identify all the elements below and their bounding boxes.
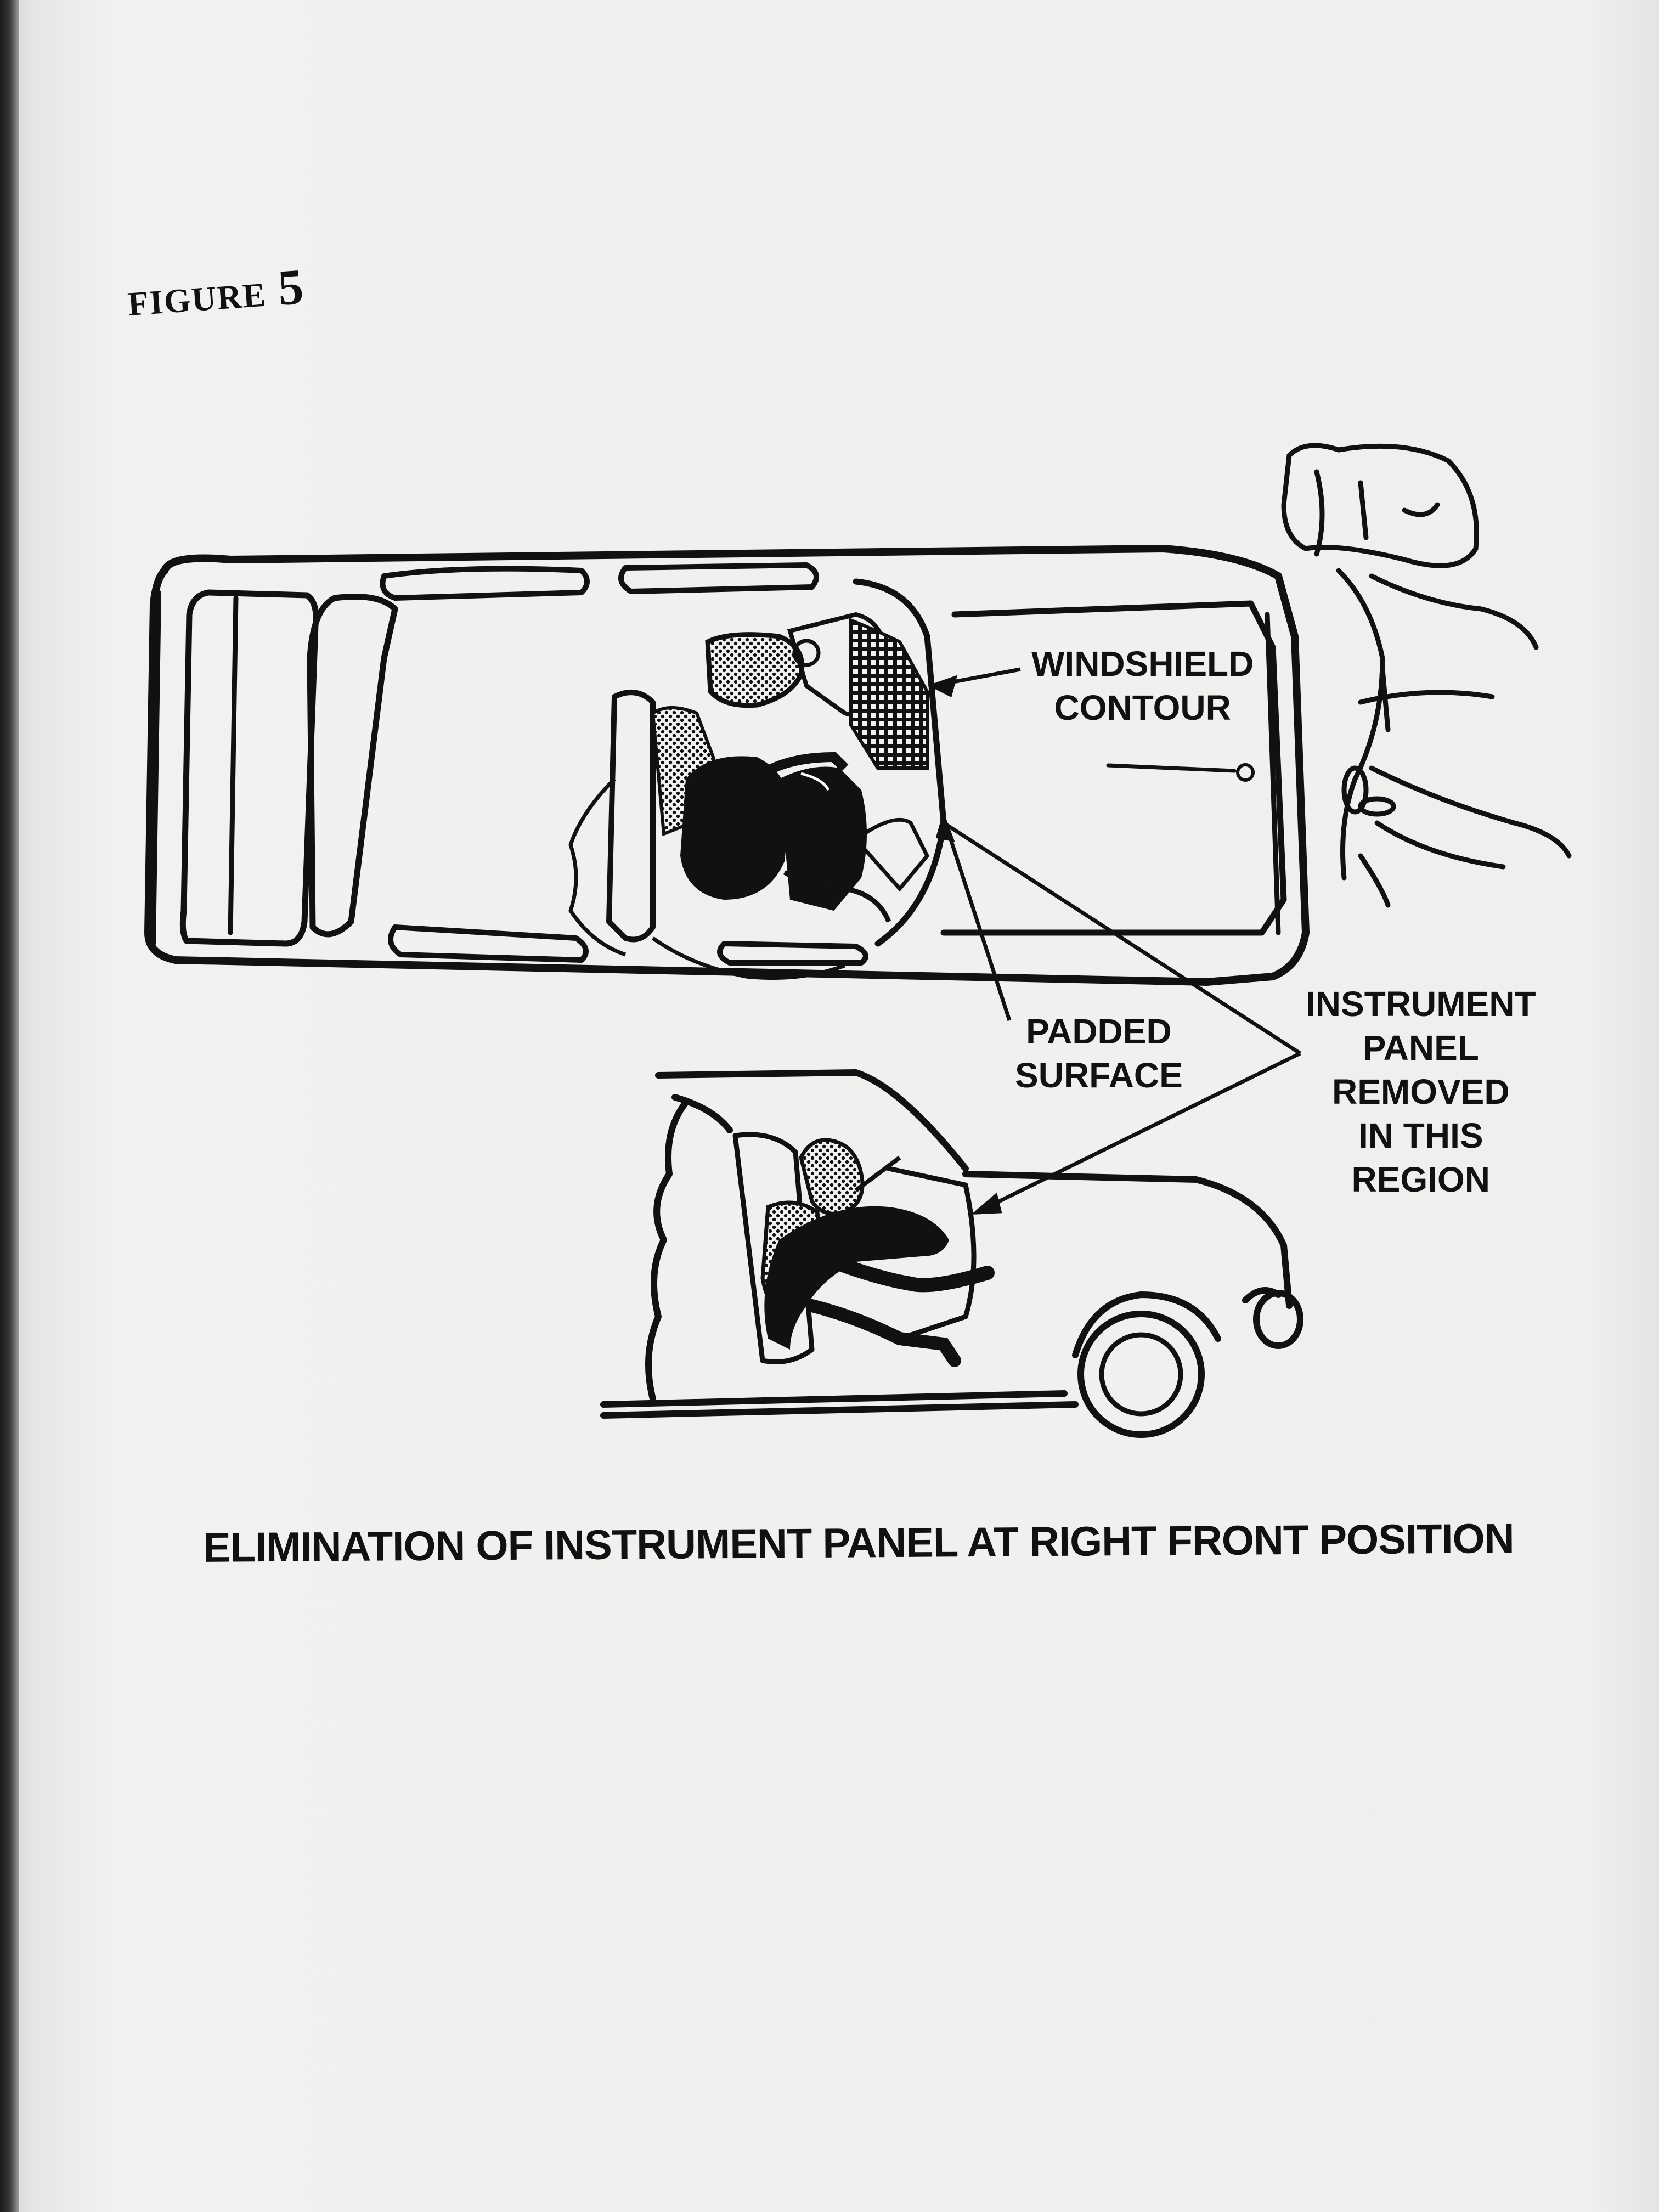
callout-line: CONTOUR [1054,688,1231,727]
callout-line: IN THIS [1358,1116,1483,1155]
callout-line: REMOVED [1331,1072,1510,1111]
padded-surface-callout: PADDED SURFACE [1015,1009,1183,1097]
top-view-occupant [568,612,930,980]
callout-line: INSTRUMENT [1306,984,1536,1024]
side-view-car [600,1069,1304,1438]
figure-caption: ELIMINATION OF INSTRUMENT PANEL AT RIGHT… [202,1515,1514,1571]
side-view-occupant [760,1138,995,1367]
callout-line: WINDSHIELD [1031,644,1254,684]
callout-line: SURFACE [1015,1056,1183,1095]
callout-line: REGION [1351,1160,1490,1199]
top-view-car [144,545,1310,986]
callout-line: PADDED [1026,1012,1172,1051]
instrument-panel-callout: INSTRUMENT PANEL REMOVED IN THIS REGION [1306,982,1536,1201]
book-spine-shadow [0,0,19,2212]
instrument-panel-leaders [943,821,1301,1215]
front-end-sketch [1281,443,1572,908]
padded-surface-leader [935,811,1012,1022]
callout-line: PANEL [1362,1028,1479,1068]
windshield-contour-callout: WINDSHIELD CONTOUR [1031,642,1254,730]
windshield-leader [928,667,1021,698]
